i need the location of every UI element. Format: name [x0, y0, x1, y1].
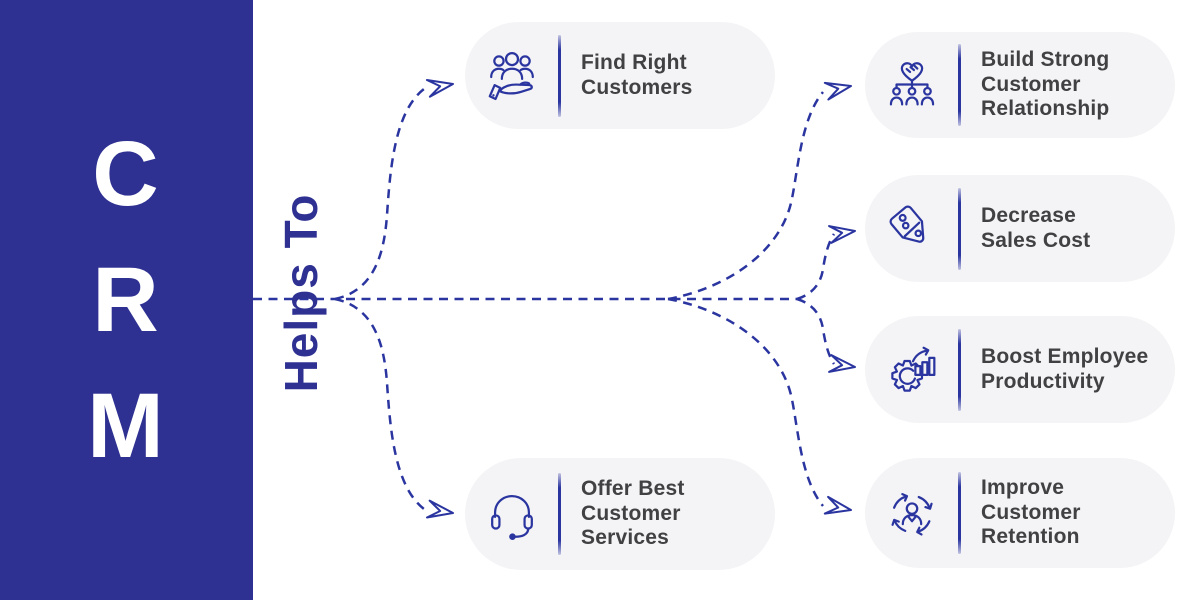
arrow-icon-find-right-customers	[425, 78, 454, 98]
branch-curve-find-right-customers	[334, 88, 425, 301]
card-title-line: Customer	[581, 501, 681, 525]
crm-letter-r: R	[92, 249, 161, 351]
arrow-icon-boost-productivity	[828, 354, 856, 373]
card-title-line: Find Right	[581, 50, 687, 74]
crm-sidebar: C R M	[0, 0, 253, 600]
card-divider	[958, 44, 961, 126]
card-title: Decrease Sales Cost	[981, 204, 1090, 254]
card-title-line: Decrease	[981, 203, 1077, 227]
gear-growth-icon	[883, 341, 941, 399]
card-title: Build Strong Customer Relationship	[981, 48, 1109, 122]
benefit-card-boost-productivity: Boost Employee Productivity	[865, 316, 1175, 423]
branch-curve-improve-retention	[667, 297, 824, 507]
people-in-hand-icon	[483, 47, 541, 105]
card-title-line: Offer Best	[581, 476, 685, 500]
benefit-card-find-right-customers: Find Right Customers	[465, 22, 775, 129]
card-title: Find Right Customers	[581, 51, 693, 101]
crm-letter-m: M	[87, 375, 166, 477]
card-divider	[958, 187, 961, 270]
branch-curve-build-strong-relationship	[667, 91, 824, 301]
benefit-card-offer-best-services: Offer Best Customer Services	[465, 458, 775, 570]
card-title-line: Customer	[981, 500, 1081, 524]
card-title-line: Relationship	[981, 97, 1110, 121]
discount-tag-icon	[883, 200, 941, 258]
card-title-line: Build Strong	[981, 47, 1110, 71]
arrow-icon-offer-best-services	[425, 499, 454, 519]
card-title-line: Customer	[981, 72, 1081, 96]
card-title: Offer Best Customer Services	[581, 477, 685, 551]
helps-to-label: Helps To	[275, 193, 327, 393]
card-divider	[558, 473, 561, 555]
benefit-card-improve-retention: Improve Customer Retention	[865, 458, 1175, 568]
card-title-line: Boost Employee	[981, 344, 1149, 368]
card-title-line: Improve	[981, 475, 1065, 499]
card-title-line: Customers	[581, 75, 693, 99]
branch-curve-offer-best-services	[334, 297, 425, 510]
card-divider	[958, 472, 961, 554]
card-title: Improve Customer Retention	[981, 476, 1081, 550]
crm-letters: C R M	[0, 128, 253, 472]
card-title: Boost Employee Productivity	[981, 345, 1148, 395]
handshake-network-icon	[883, 56, 941, 114]
card-title-line: Productivity	[981, 369, 1105, 393]
card-title-line: Sales Cost	[981, 228, 1091, 252]
crm-letter-c: C	[92, 123, 161, 225]
branch-curve-decrease-sales-cost	[796, 233, 836, 301]
benefit-card-decrease-sales-cost: Decrease Sales Cost	[865, 175, 1175, 282]
headset-icon	[483, 485, 541, 543]
customer-cycle-icon	[883, 484, 941, 542]
branch-curve-boost-productivity	[796, 297, 836, 365]
card-divider	[958, 328, 961, 411]
card-title-line: Retention	[981, 525, 1080, 549]
card-title-line: Services	[581, 526, 670, 550]
card-divider	[558, 34, 561, 117]
arrow-icon-build-strong-relationship	[823, 81, 852, 101]
benefit-card-build-strong-relationship: Build Strong Customer Relationship	[865, 32, 1175, 138]
arrow-icon-improve-retention	[823, 495, 852, 515]
arrow-icon-decrease-sales-cost	[828, 225, 856, 244]
